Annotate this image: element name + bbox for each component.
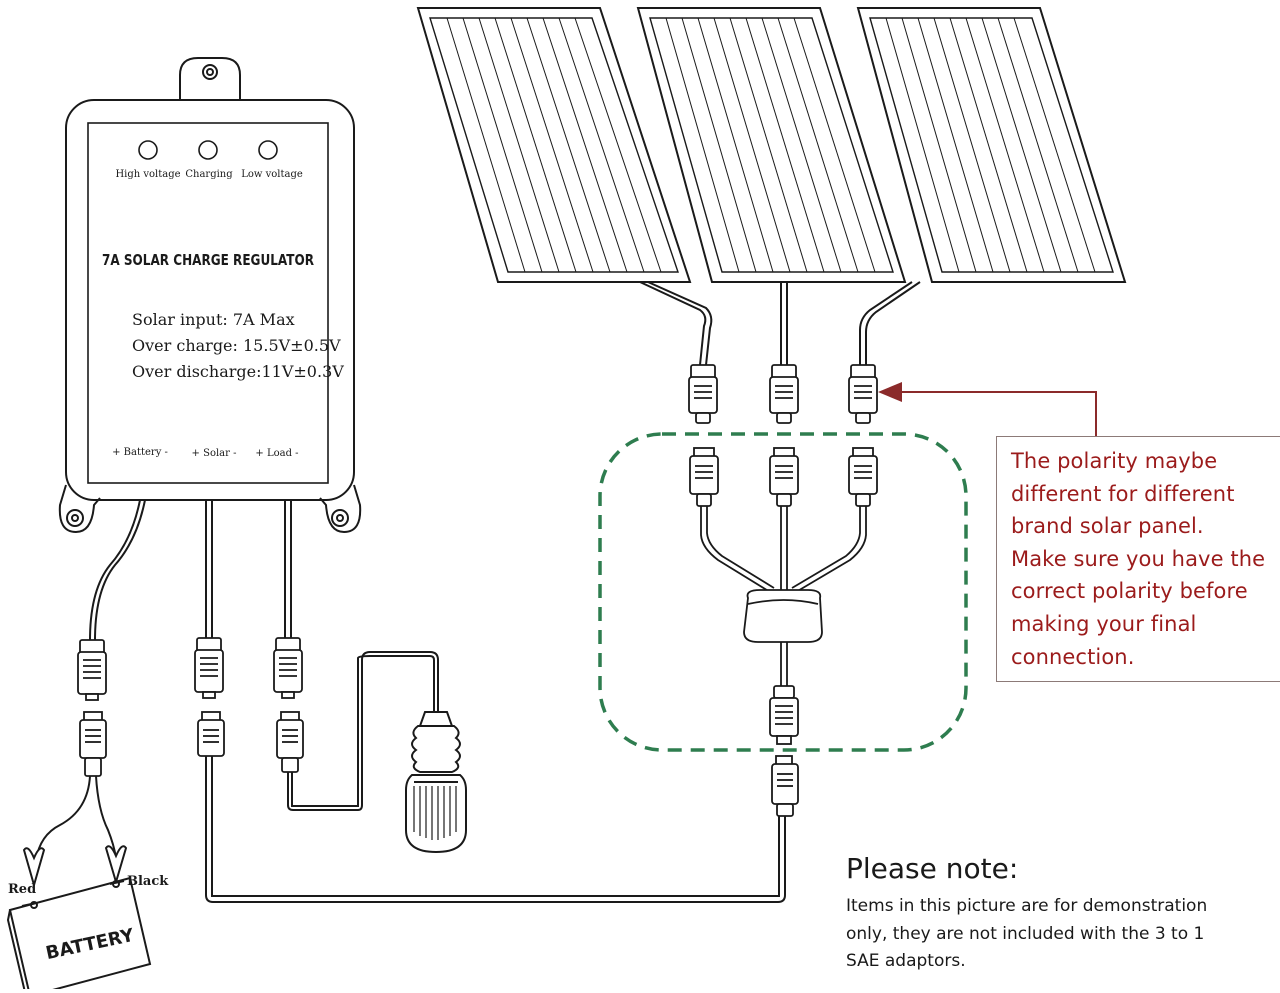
spec-over-discharge: Over discharge:11V±0.3V [132, 362, 344, 381]
charging-led [198, 140, 218, 160]
red-lead-label: Red [8, 882, 36, 897]
adaptor-input-connector-2 [769, 447, 799, 507]
panel-cables [639, 281, 921, 366]
sae-connector-solar-lower [197, 711, 225, 757]
sae-connector-battery-lower [79, 711, 107, 777]
terminal-label-load: + Load - [255, 448, 298, 459]
adaptor-output-connector [769, 685, 799, 745]
callout-line: The polarity maybe [1011, 449, 1218, 473]
sae-connectors-regulator [77, 637, 304, 777]
sae-connector-panel-3 [848, 364, 878, 424]
sae-connectors-panels [688, 364, 878, 424]
solar-panel-3 [856, 7, 1127, 283]
charge-regulator [58, 57, 362, 534]
polarity-callout: The polarity maybe different for differe… [996, 436, 1280, 682]
adaptor-input-connector-3 [848, 447, 878, 507]
please-note: Please note: Items in this picture are f… [846, 852, 1266, 976]
note-line: SAE adaptors. [846, 951, 966, 971]
solar-panels [416, 7, 1127, 283]
indicator-label-charging: Charging [185, 169, 233, 180]
sae-connector-panel-1 [688, 364, 718, 424]
spec-over-charge: Over charge: 15.5V±0.5V [132, 336, 341, 355]
regulator-labels: High voltage Charging Low voltage 7A SOL… [102, 169, 344, 459]
note-body: Items in this picture are for demonstrat… [846, 893, 1266, 976]
callout-line: brand solar panel. [1011, 514, 1204, 539]
main-cable-connector [771, 755, 799, 817]
callout-line: different for different [1011, 481, 1235, 506]
solar-panel-1 [416, 7, 692, 283]
high-voltage-led [138, 140, 158, 160]
adaptor-input-connector-1 [689, 447, 719, 507]
callout-line: making your final [1011, 611, 1197, 636]
regulator-cables [89, 499, 292, 641]
black-lead-label: Black [127, 874, 169, 889]
indicator-label-low: Low voltage [241, 169, 303, 180]
callout-line: connection. [1011, 644, 1135, 669]
note-title: Please note: [846, 852, 1019, 885]
sae-connector-solar-upper [194, 637, 224, 699]
regulator-title: 7A SOLAR CHARGE REGULATOR [102, 251, 314, 269]
indicator-label-high: High voltage [115, 169, 180, 180]
sae-connector-panel-2 [769, 364, 799, 424]
spec-solar-input: Solar input: 7A Max [132, 310, 295, 329]
three-to-one-adaptor [689, 447, 878, 817]
low-voltage-led [258, 140, 278, 160]
black-clamp [104, 845, 128, 886]
callout-line: correct polarity before [1011, 579, 1248, 604]
light-bulb [287, 651, 467, 854]
callout-arrow [878, 382, 1097, 436]
adaptor-highlight-box [598, 432, 968, 752]
solar-panel-2 [636, 7, 907, 283]
solar-main-cable [205, 756, 786, 903]
callout-line: Make sure you have the [1011, 546, 1266, 571]
sae-connector-load-lower [276, 711, 304, 773]
sae-connector-battery-upper [77, 639, 107, 701]
red-clamp [22, 847, 46, 889]
battery [6, 775, 152, 993]
terminal-label-battery: + Battery - [112, 447, 168, 458]
terminal-label-solar: + Solar - [192, 448, 237, 459]
note-line: Items in this picture are for demonstrat… [846, 896, 1208, 916]
note-line: only, they are not included with the 3 t… [846, 923, 1205, 944]
sae-connector-load-upper [273, 637, 303, 699]
